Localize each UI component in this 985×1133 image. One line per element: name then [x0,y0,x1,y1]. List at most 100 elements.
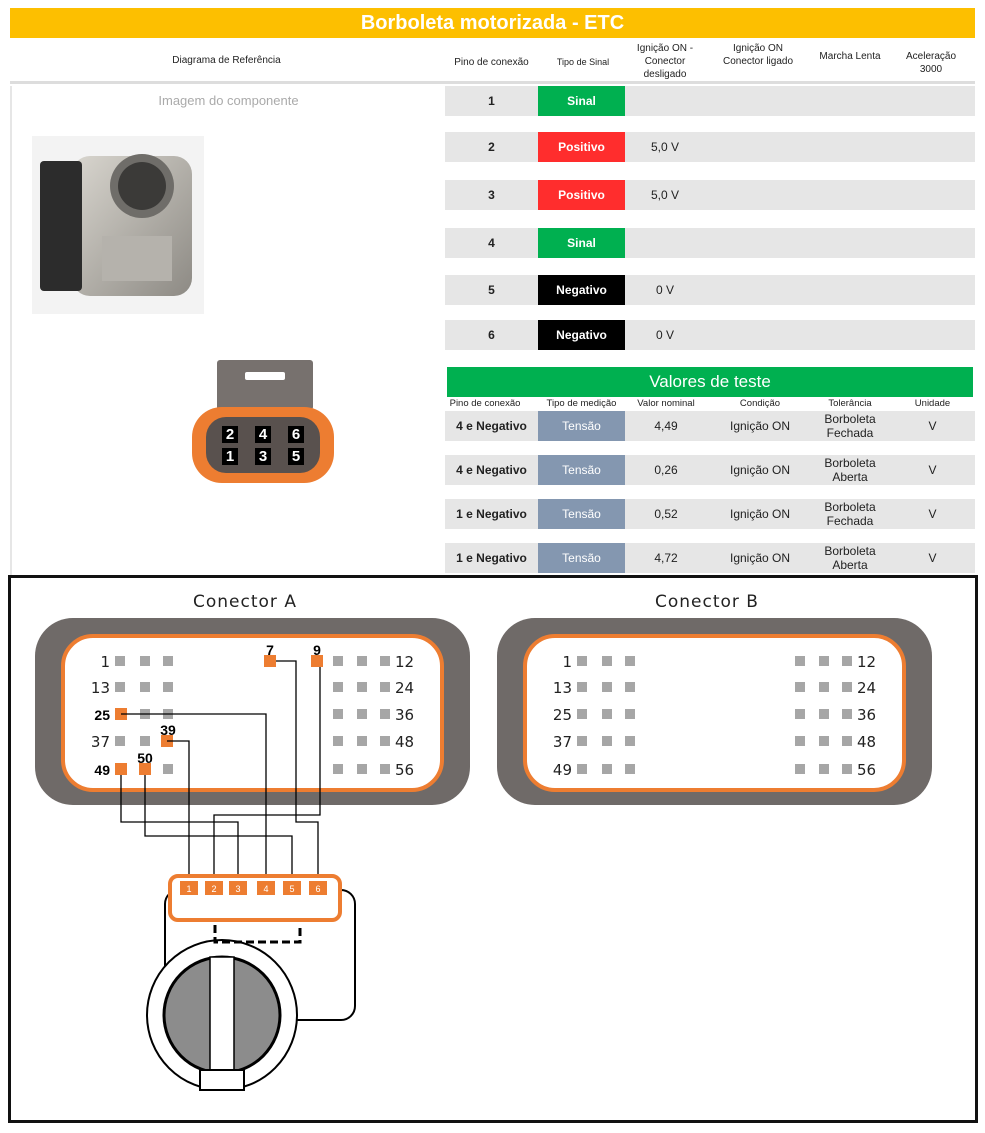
connector-pin-label: 4 [255,426,271,443]
pin-square [625,764,635,774]
pin-square [333,656,343,666]
pin-label: 56 [395,761,414,779]
pin-label: 1 [562,653,572,671]
pin-square [795,656,805,666]
etc-pin [205,881,223,895]
pin-square [357,709,367,719]
pin-square [357,736,367,746]
pin-row: 4 Sinal [445,228,975,258]
condition: Ignição ON [729,507,791,521]
pin-row: 1 Sinal [445,86,975,116]
throttle-body-photo [32,136,204,314]
pin-square [795,736,805,746]
pin-square [380,764,390,774]
wire [120,775,239,883]
highlighted-pin [139,763,151,775]
ign-off-value: 5,0 V [650,188,680,202]
pin-number: 2 [488,140,495,154]
th: Unidade [914,398,951,409]
pin-square [357,682,367,692]
pin-label: 48 [857,733,876,751]
th: Tolerância [828,398,872,409]
pin-square [333,736,343,746]
etc-pin [309,881,327,895]
highlighted-pin-label: 39 [160,722,176,738]
pin-label: 25 [553,706,572,724]
pin-square [602,709,612,719]
measure-type-badge: Tensão [538,455,625,485]
tolerance-2: Aberta [832,470,868,484]
pin-label: 36 [395,706,414,724]
connector-latch [217,360,313,410]
pin-square [625,682,635,692]
highlighted-pin [115,763,127,775]
signal-type-badge: Negativo [538,275,625,305]
th: Condição [739,398,781,409]
pin-square [380,709,390,719]
nominal-value: 4,72 [654,551,678,565]
highlighted-pin [264,655,276,667]
pin-square [625,736,635,746]
pin-square [577,682,587,692]
pin-square [333,709,343,719]
pin-label: 12 [857,653,876,671]
measure-type-badge: Tensão [538,543,625,573]
pin-label: 56 [857,761,876,779]
pin-label: 13 [553,679,572,697]
etc-pin-label: 4 [263,884,268,894]
pin-square [625,656,635,666]
tolerance-1: Borboleta [824,412,876,426]
condition: Ignição ON [729,419,791,433]
pin-square [140,682,150,692]
pin-row: 2 Positivo 5,0 V [445,132,975,162]
internal-wiring [213,925,302,944]
pin-label: 1 [100,653,110,671]
test-pin: 1 e Negativo [456,507,527,521]
connector-a-title: Conector A [193,592,297,612]
test-row: 1 e Negativo Tensão 4,72 Ignição ON Borb… [445,543,975,573]
pin-square [380,656,390,666]
pin-square [842,682,852,692]
signal-type-badge: Sinal [538,86,625,116]
pin-square [795,764,805,774]
pin-square [795,709,805,719]
pin-square [577,764,587,774]
pin-square [602,682,612,692]
th: Valor nominal [637,398,695,409]
etc-pin [180,881,198,895]
etc-pin-label: 3 [235,884,240,894]
pin-label: 37 [91,733,110,751]
header-idle: Marcha Lenta [819,51,881,62]
component-image-label: Imagem do componente [158,93,299,108]
connector-b-face [523,634,906,792]
pin-number: 5 [488,283,495,297]
condition: Ignição ON [729,463,791,477]
pin-square [577,736,587,746]
pin-square [819,764,829,774]
header-ign-off: Ignição ON - Conector desligado [636,43,694,80]
pin-square [380,736,390,746]
pin-square [602,736,612,746]
test-pin: 4 e Negativo [456,463,527,477]
tolerance-1: Borboleta [824,456,876,470]
pin-square [357,656,367,666]
highlighted-pin-label: 9 [313,642,321,658]
etc-pin-label: 5 [289,884,294,894]
pin-square [842,656,852,666]
pin-square [163,656,173,666]
etc-pin-label: 1 [186,884,191,894]
pin-square [115,736,125,746]
table-header: Diagrama de Referência Pino de conexão T… [10,38,975,84]
pin-square [602,764,612,774]
pin-number: 4 [488,236,495,250]
pin-row: 5 Negativo 0 V [445,275,975,305]
nominal-value: 0,52 [654,507,678,521]
connector-pin-label: 5 [288,448,304,465]
pin-square [577,656,587,666]
pin-square [842,764,852,774]
test-pin: 1 e Negativo [456,551,527,565]
page-title: Borboleta motorizada - ETC [10,8,975,38]
pin-square [115,656,125,666]
connector-pin-label: 3 [255,448,271,465]
connector-icon: 2 4 6 1 3 5 [192,407,334,483]
